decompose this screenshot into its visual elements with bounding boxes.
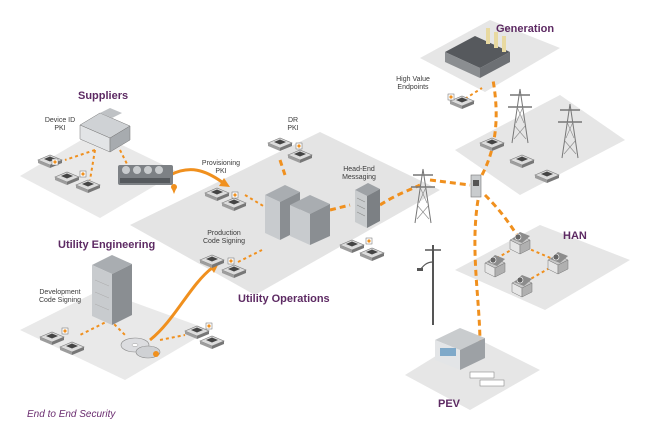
pev-station-icon [435,328,505,387]
ops-device-8 [359,247,385,262]
suppliers-platform [20,132,178,218]
arrow-head-provisioning [219,178,230,187]
generation-cert [447,93,455,101]
grid-platform [455,95,625,195]
provisioning-pki-label: Provisioning PKI [201,160,241,175]
ops-cert-4 [365,237,373,245]
suppliers-building-icon [79,108,131,153]
utility-engineering-title: Utility Engineering [58,239,156,251]
network-link-tower-pole [429,178,471,187]
generation-title: Generation [496,23,555,35]
network-link-to-generation [480,79,498,176]
network-link-ops-headend [329,203,351,212]
arrow-suppliers-to-provisioning [169,168,223,184]
engineering-device-4 [199,335,225,350]
production-code-signing-label: Production Code Signing [202,230,246,245]
supplier-cert-1 [51,158,59,166]
ops-cert-2 [295,142,303,150]
engineering-platform [20,290,210,380]
development-code-signing-label: Development Code Signing [38,289,82,304]
ops-cert-1 [231,191,239,199]
device-id-pki-label: Device ID PKI [44,117,76,132]
engineering-building-icon [92,255,132,325]
han-title: HAN [563,230,587,242]
high-value-endpoints-label: High Value Endpoints [396,76,430,91]
provisioning-line-icon [118,165,173,185]
certificate-icon [171,184,177,194]
smart-meter-pole-icon [470,174,482,198]
network-link-ops-dr [278,159,287,176]
supplier-cert-2 [79,170,87,178]
head-end-messaging-label: Head-End Messaging [342,166,376,181]
arrow-engineering-to-codesign [149,266,213,342]
head-end-server-icon [355,183,380,228]
engineering-cert-2 [205,322,213,330]
link-ops-codesign [237,249,263,263]
network-link-to-pev [473,199,482,346]
link-suppliers-2 [89,149,96,181]
link-suppliers-1 [64,149,96,161]
suppliers-title: Suppliers [78,90,129,102]
han-platform [455,225,630,310]
pev-title: PEV [438,398,461,410]
caption: End to End Security [27,409,116,420]
engineering-cert-1 [61,327,69,335]
operations-building-icon [265,185,330,245]
generation-plant-icon [445,28,510,78]
engineering-certificate-icon [153,351,159,357]
network-link-headend-tower [379,183,421,207]
ops-cert-3 [227,257,235,265]
link-gen-endpoints [459,87,483,103]
han-house-1 [509,231,531,255]
link-han-2 [496,244,521,259]
pole-icon [417,245,441,325]
utility-operations-title: Utility Operations [238,293,330,305]
dr-pki-label: DR PKI [287,117,299,132]
link-eng-3 [159,334,186,341]
